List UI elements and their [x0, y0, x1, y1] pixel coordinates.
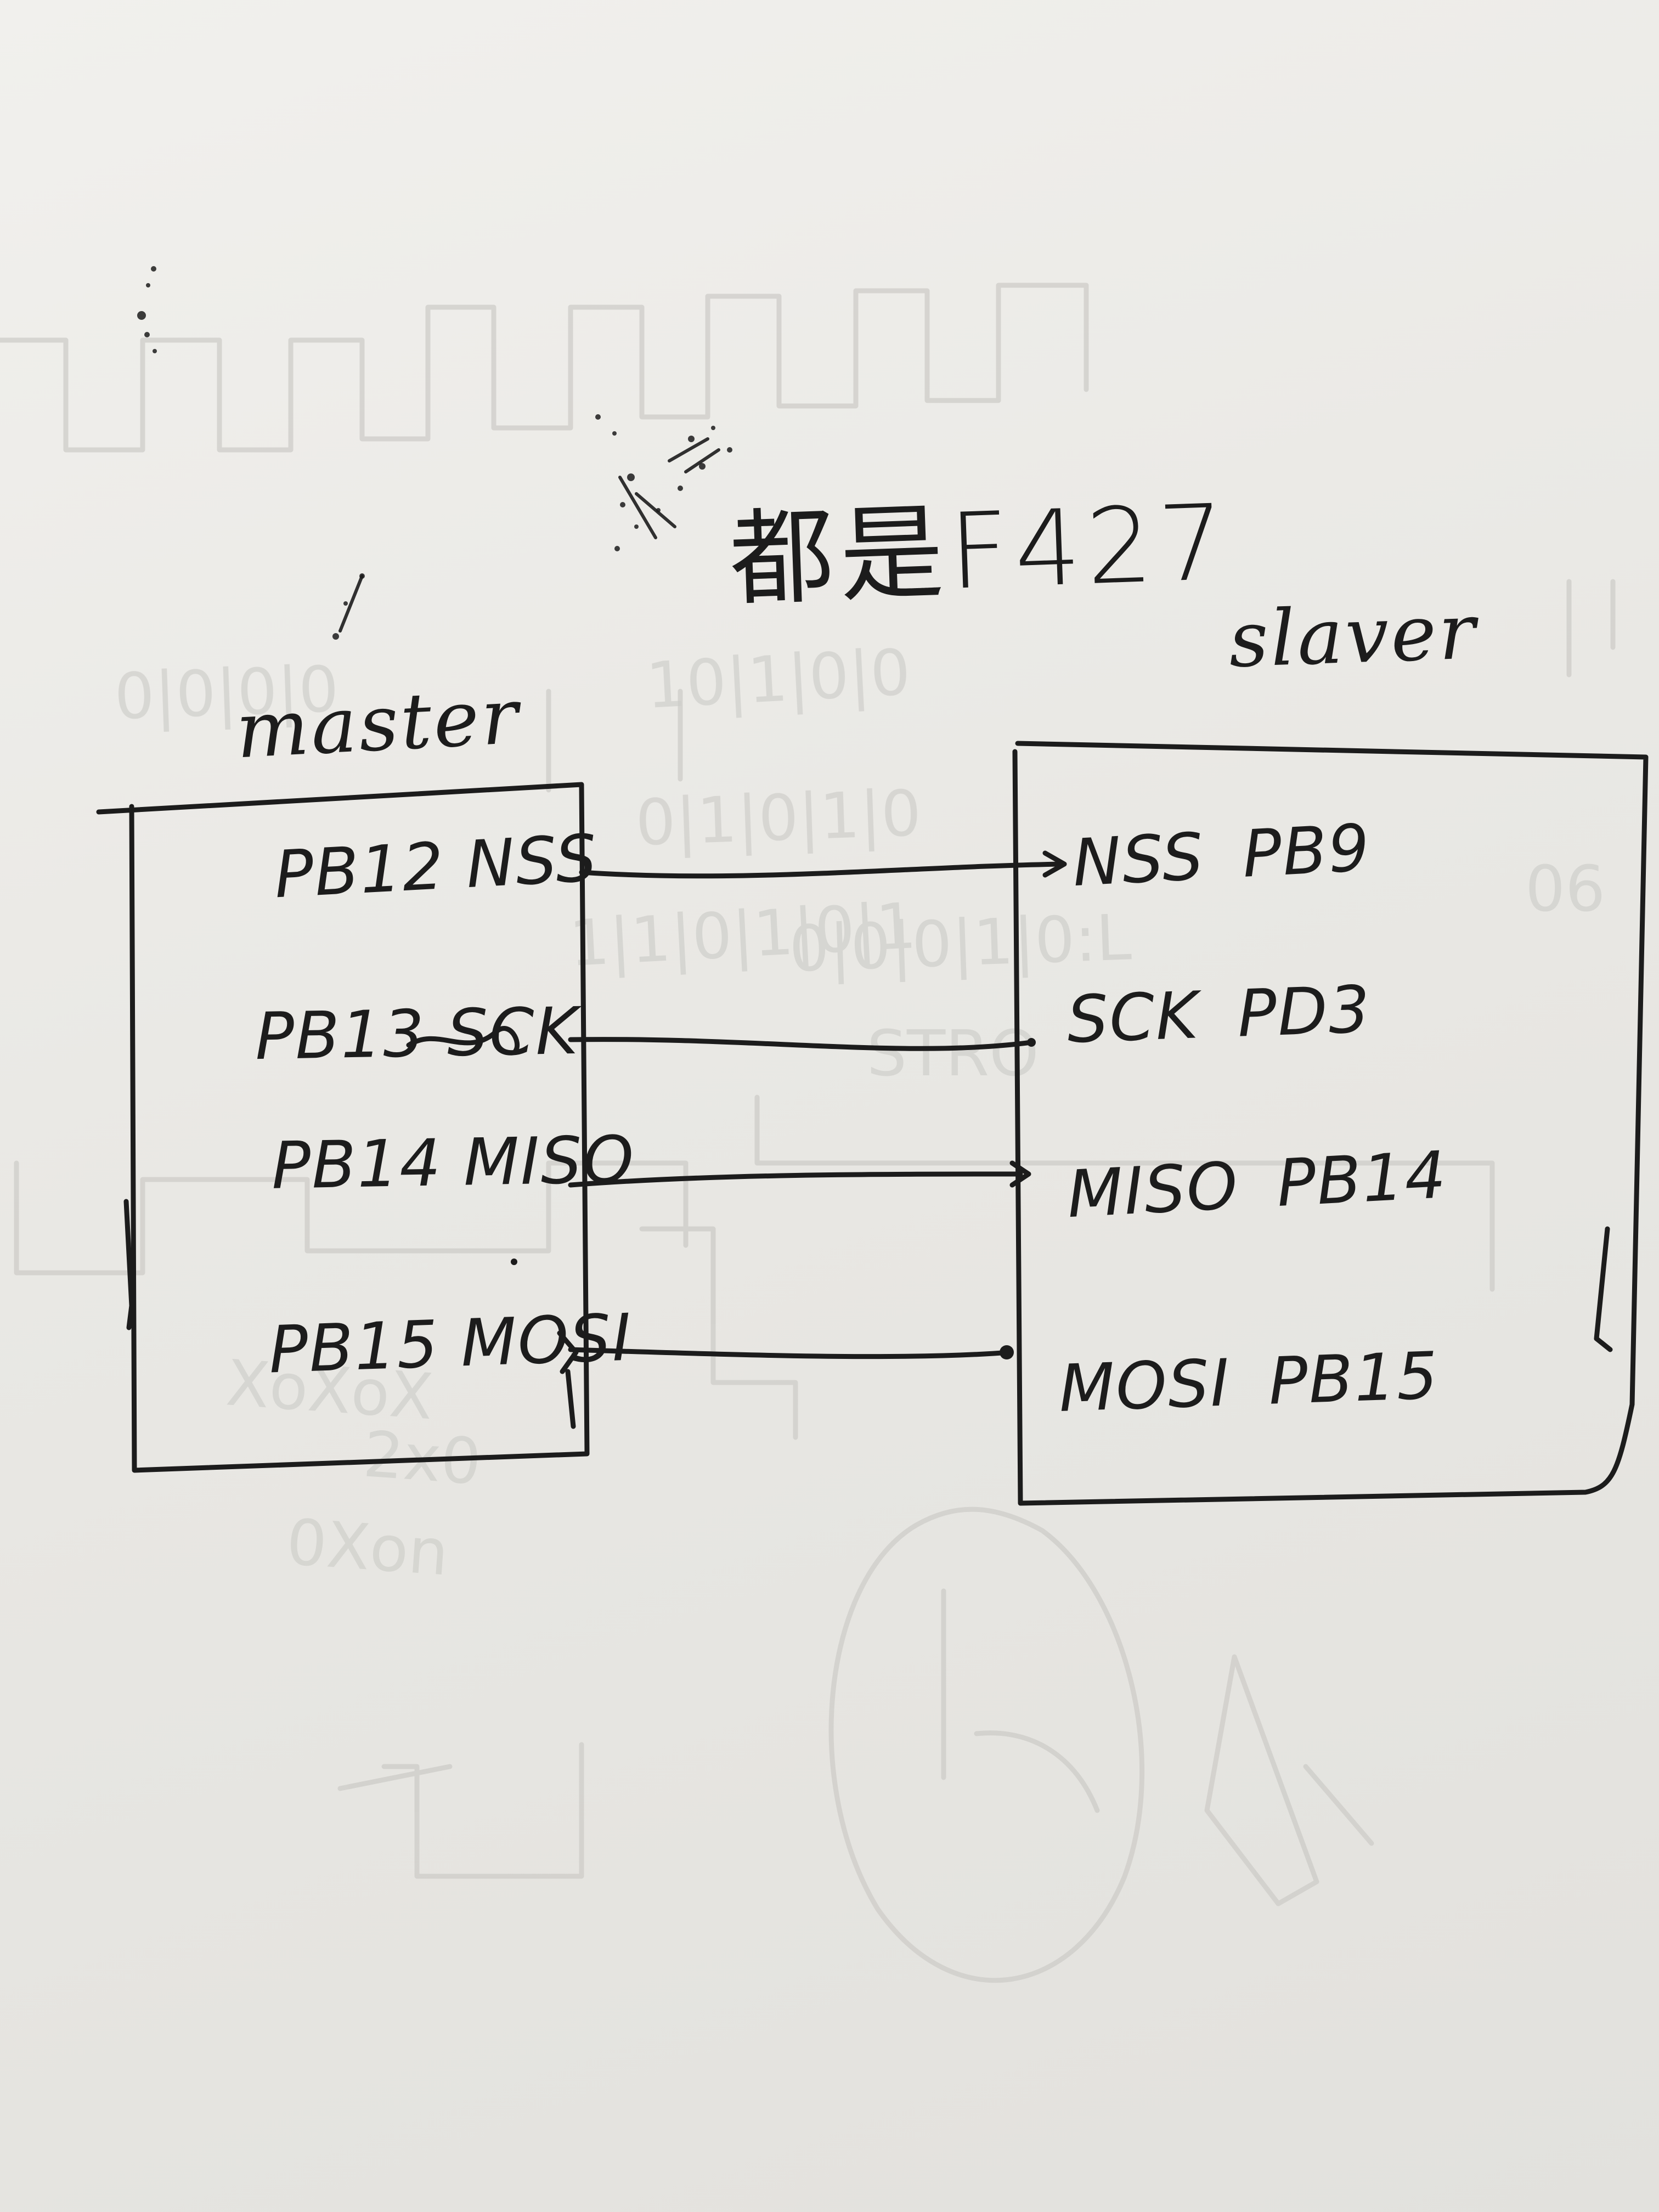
master-box-tick-left: [123, 1199, 134, 1330]
master-pin-miso: PB14 MISO: [271, 1121, 635, 1204]
mosi-junction-dot: [1000, 1345, 1014, 1359]
pin-port: PB15: [1267, 1337, 1440, 1419]
master-box: [96, 782, 590, 1473]
master-label: master: [234, 672, 522, 776]
pin-signal: MOSI: [459, 1299, 634, 1381]
wire-mosi: [568, 1347, 1012, 1359]
mosi-source-mark: [557, 1330, 579, 1374]
slave-box-tick-right: [1594, 1226, 1613, 1352]
mosi-tick-dot: [511, 1259, 517, 1265]
pin-port: PB12: [272, 828, 447, 913]
slave-pin-nss: NSS PB9: [1071, 810, 1373, 901]
master-pin-sck: PB13 SCK: [255, 993, 580, 1074]
svg-text:0|0|0|0: 0|0|0|0: [113, 653, 340, 734]
pin-signal: MISO: [1065, 1147, 1241, 1233]
nss-arrow-mark: [1042, 850, 1067, 878]
pin-port: PB13: [254, 995, 426, 1075]
svg-text:06: 06: [1525, 853, 1605, 926]
svg-text:XoXoX: XoXoX: [224, 1346, 436, 1434]
slave-box: [1012, 741, 1649, 1506]
svg-text:0|1|0|1|0: 0|1|0|1|0: [634, 777, 922, 860]
pin-port: PB9: [1240, 809, 1373, 892]
pin-signal: SCK: [1065, 977, 1201, 1058]
svg-text:0|0|0|1|0:L: 0|0|0|1|0:L: [788, 901, 1132, 986]
slave-pin-miso: MISO PB14: [1065, 1137, 1449, 1232]
sck-endpoint-dot: [1027, 1038, 1036, 1047]
svg-text:1|1|0|1|0|1: 1|1|0|1|0|1: [567, 889, 918, 981]
master-box-tick-right: [565, 1369, 576, 1429]
pin-port: PB14: [270, 1125, 443, 1204]
master-pin-nss: PB12 NSS: [273, 820, 600, 913]
pin-signal: NSS: [1070, 818, 1206, 901]
slave-pin-sck: SCK PD3: [1066, 971, 1372, 1057]
pin-port: PD3: [1236, 971, 1373, 1052]
wire-nss: [579, 861, 1064, 879]
wire-sck: [568, 1037, 1034, 1051]
pin-signal: MOSI: [1057, 1345, 1232, 1427]
pin-signal: SCK: [446, 992, 580, 1071]
ink-smudges: [137, 266, 732, 640]
svg-text:0Xon: 0Xon: [284, 1505, 451, 1590]
pin-port: PB15: [267, 1306, 441, 1388]
sck-strike-scribble: [406, 1026, 520, 1053]
pin-signal: MISO: [462, 1121, 636, 1200]
slave-label: slaver: [1227, 587, 1479, 685]
slave-pin-mosi: MOSI PB15: [1058, 1338, 1440, 1426]
miso-arrow-mark: [1009, 1160, 1031, 1188]
svg-text:STRO: STRO: [867, 1017, 1039, 1091]
pin-signal: NSS: [464, 820, 600, 903]
diagram-title: 都是F427: [727, 482, 1232, 620]
master-pin-mosi: PB15 MOSI: [268, 1299, 634, 1387]
wire-miso: [568, 1171, 1023, 1188]
pin-port: PB14: [1274, 1136, 1449, 1222]
svg-text:10|1|0|0: 10|1|0|0: [644, 636, 912, 723]
